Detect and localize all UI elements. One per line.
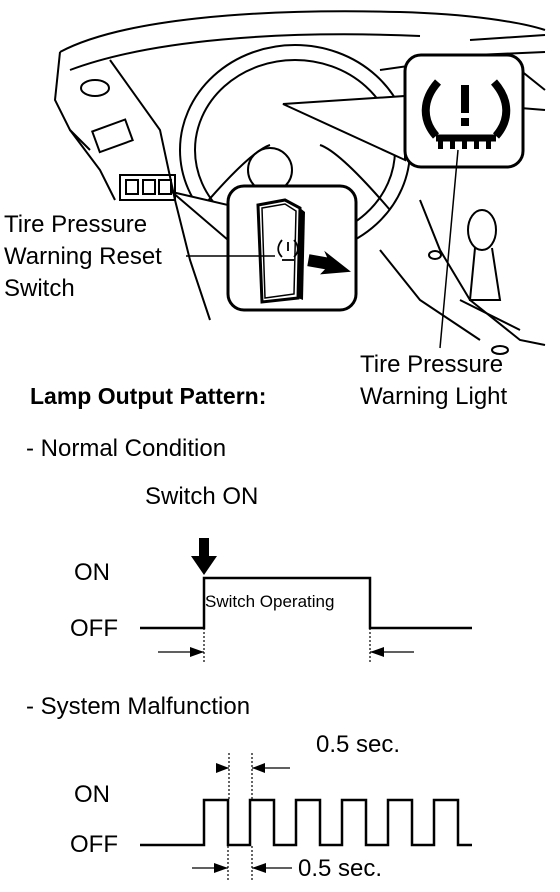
malfunction-on-label: ON [74, 781, 110, 808]
warning-light-inset [403, 53, 525, 169]
reset-switch-label-line1: Tire Pressure [4, 211, 147, 238]
tire-reset-switch-icon [277, 239, 299, 261]
exclamation-dot [461, 118, 469, 126]
switch-on-label: Switch ON [145, 483, 258, 510]
normal-duration-dimension [158, 628, 414, 662]
warning-light-callout [282, 94, 406, 162]
normal-dim-arrow-right [370, 647, 384, 657]
gap-width-dimension [192, 846, 292, 880]
normal-dim-arrow-left [190, 647, 204, 657]
gap-dim-arrow-left [214, 863, 228, 873]
malfunction-waveform [140, 798, 472, 847]
malfunction-off-label: OFF [70, 831, 118, 858]
reset-switch-inset [226, 184, 358, 312]
pulse-width-dimension [216, 753, 290, 800]
tire-tread-marks [438, 141, 491, 149]
pulse-dim-arrow-left [216, 763, 229, 773]
warning-light-leader [439, 149, 459, 349]
reset-switch-label-line2: Warning Reset [4, 243, 162, 270]
normal-condition-waveform [140, 576, 472, 630]
lamp-output-heading: Lamp Output Pattern: [30, 383, 266, 409]
reset-switch-callout [171, 191, 229, 243]
pulse-dim-arrow-right [252, 763, 265, 773]
press-arrow-icon [307, 250, 351, 275]
warning-light-label-line2: Warning Light [360, 383, 508, 410]
switch-operating-label: Switch Operating [205, 592, 334, 611]
exclamation-bar [461, 85, 469, 113]
gap-width-label: 0.5 sec. [298, 855, 382, 882]
pulse-width-label: 0.5 sec. [316, 731, 400, 758]
warning-light-label-line1: Tire Pressure [360, 351, 503, 378]
reset-switch-label-line3: Switch [4, 275, 75, 302]
switch-on-arrow-icon [191, 538, 217, 575]
tire-pressure-warning-icon [421, 79, 511, 142]
normal-condition-title: - Normal Condition [26, 435, 226, 462]
gap-dim-arrow-right [252, 863, 266, 873]
normal-on-label: ON [74, 559, 110, 586]
normal-off-label: OFF [70, 615, 118, 642]
system-malfunction-title: - System Malfunction [26, 693, 250, 720]
